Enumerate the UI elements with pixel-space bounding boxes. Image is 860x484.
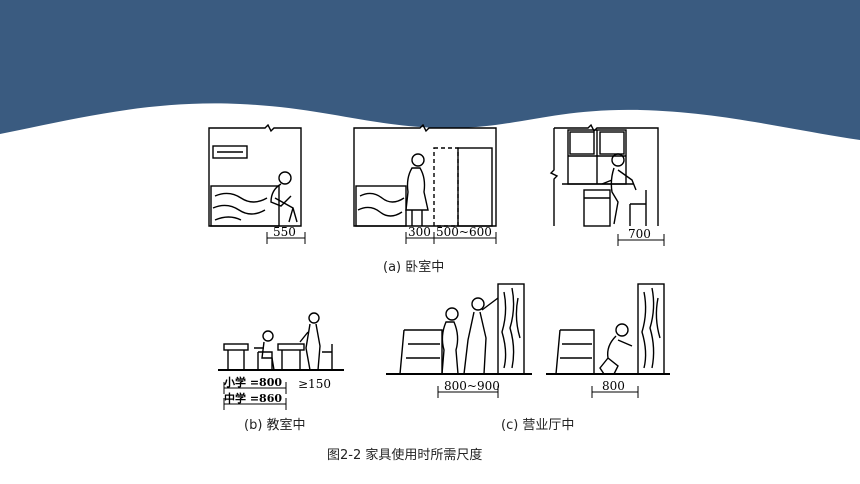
caption-b: (b) 教室中 [244, 418, 306, 433]
classroom-desks-illustration: 小学 =800 中学 =860 ≥150 [218, 312, 344, 410]
dim-500-600-label: 500~600 [436, 225, 492, 239]
middle-school-label: 中学 =860 [224, 391, 282, 405]
bedroom-wardrobe-illustration: 300 500~600 [353, 124, 497, 244]
caption-c: (c) 营业厅中 [501, 418, 575, 433]
dim-300-label: 300 [408, 225, 431, 239]
gap-150-label: ≥150 [298, 377, 331, 391]
primary-school-label: 小学 =800 [223, 375, 282, 389]
dim-800-900-label: 800~900 [444, 379, 500, 393]
header-banner [0, 0, 860, 140]
dim-800-label: 800 [602, 379, 625, 393]
header-wave [0, 0, 860, 140]
figure-caption: 图2-2 家具使用时所需尺度 [327, 448, 483, 463]
bedroom-desk-illustration: 700 [548, 120, 674, 248]
shop-crouch-illustration: 800 [546, 283, 670, 398]
bedroom-bed-illustration: 550 [208, 124, 306, 244]
shop-shelf-illustration: 800~900 [386, 283, 532, 398]
dim-550-label: 550 [273, 225, 296, 239]
caption-a: (a) 卧室中 [383, 260, 445, 275]
dim-700-label: 700 [628, 227, 651, 241]
